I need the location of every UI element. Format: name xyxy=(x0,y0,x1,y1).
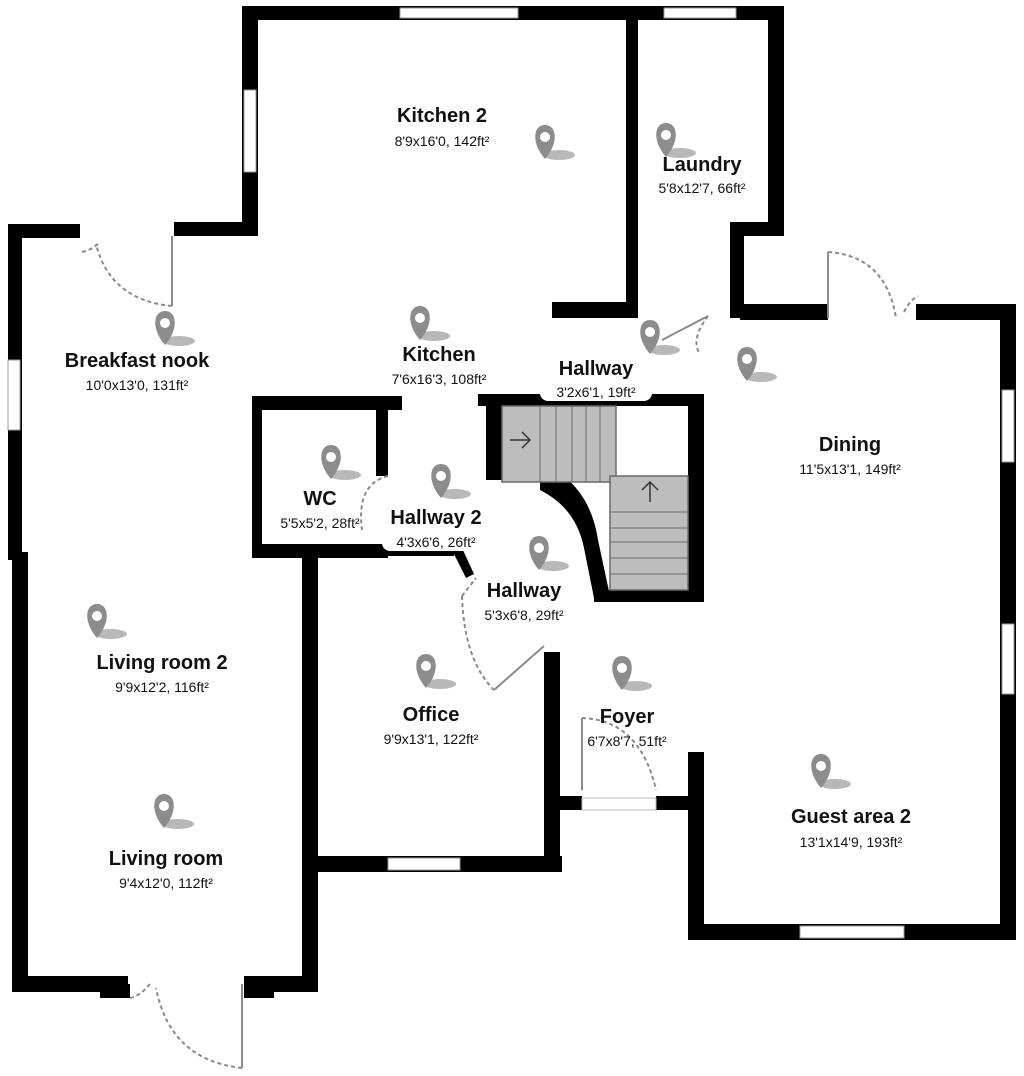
room-name: Breakfast nook xyxy=(65,350,210,372)
arrow-right-icon xyxy=(510,431,532,449)
room-label-office: Office 9'9x13'1, 122ft² xyxy=(384,704,479,747)
room-name: Foyer xyxy=(600,706,655,728)
windows xyxy=(7,7,1015,939)
room-dimensions: 9'4x12'0, 112ft² xyxy=(119,875,213,891)
doors xyxy=(81,236,919,1069)
room-label-hallway-mid: Hallway 5'3x6'8, 29ft² xyxy=(484,580,564,623)
room-dimensions: 7'6x16'3, 108ft² xyxy=(392,371,487,387)
room-dimensions: 13'1x14'9, 193ft² xyxy=(800,834,903,850)
room-label-laundry: Laundry 5'8x12'7, 66ft² xyxy=(658,154,745,196)
room-label-living-room: Living room 9'4x12'0, 112ft² xyxy=(109,848,223,891)
map-pin-icon[interactable] xyxy=(640,320,680,355)
map-pin-icon[interactable] xyxy=(737,347,777,382)
map-pin-icon[interactable] xyxy=(410,306,450,341)
room-name: Kitchen xyxy=(402,344,475,366)
room-name: Kitchen 2 xyxy=(397,105,487,127)
room-labels: Kitchen 2 8'9x16'0, 142ft² Laundry 5'8x1… xyxy=(65,105,911,891)
room-label-kitchen-2: Kitchen 2 8'9x16'0, 142ft² xyxy=(395,105,490,149)
map-pin-icon[interactable] xyxy=(656,123,696,158)
room-dimensions: 11'5x13'1, 149ft² xyxy=(799,461,901,477)
room-dimensions: 5'3x6'8, 29ft² xyxy=(484,607,564,623)
map-pin-icon[interactable] xyxy=(87,604,127,639)
room-name: Hallway 2 xyxy=(390,507,481,529)
room-label-hallway-2: Hallway 2 4'3x6'6, 26ft² xyxy=(382,507,490,551)
map-pin-icon[interactable] xyxy=(431,464,471,499)
room-name: Hallway xyxy=(487,580,562,602)
room-dimensions: 8'9x16'0, 142ft² xyxy=(395,133,490,149)
room-dimensions: 5'8x12'7, 66ft² xyxy=(658,180,745,196)
map-pin-icon[interactable] xyxy=(321,445,361,480)
room-name: Guest area 2 xyxy=(791,806,911,828)
map-pin-icon[interactable] xyxy=(154,794,194,829)
room-dimensions: 5'5x5'2, 28ft² xyxy=(280,515,360,531)
arrow-up-icon xyxy=(641,480,659,502)
room-dimensions: 9'9x12'2, 116ft² xyxy=(115,679,209,695)
room-name: Dining xyxy=(819,434,881,456)
room-dimensions: 4'3x6'6, 26ft² xyxy=(396,534,476,550)
room-name: Living room 2 xyxy=(96,652,227,674)
room-name: WC xyxy=(303,488,336,510)
map-pin-icon[interactable] xyxy=(811,754,851,789)
room-name: Laundry xyxy=(663,154,743,176)
map-pin-icon[interactable] xyxy=(155,311,195,346)
map-pin-icon[interactable] xyxy=(535,125,575,160)
room-label-wc: WC 5'5x5'2, 28ft² xyxy=(280,488,360,531)
room-name: Hallway xyxy=(559,358,634,380)
room-label-guest-area-2: Guest area 2 13'1x14'9, 193ft² xyxy=(791,806,911,850)
staircase xyxy=(501,405,689,591)
map-pin-icon[interactable] xyxy=(612,656,652,691)
room-pins xyxy=(87,123,851,829)
room-dimensions: 6'7x8'7, 51ft² xyxy=(587,733,667,749)
room-label-kitchen: Kitchen 7'6x16'3, 108ft² xyxy=(392,344,487,387)
room-label-breakfast-nook: Breakfast nook 10'0x13'0, 131ft² xyxy=(65,350,210,393)
room-dimensions: 10'0x13'0, 131ft² xyxy=(86,377,189,393)
room-label-dining: Dining 11'5x13'1, 149ft² xyxy=(799,434,901,477)
room-label-living-room-2: Living room 2 9'9x12'2, 116ft² xyxy=(96,652,227,695)
room-label-hallway-top: Hallway 3'2x6'1, 19ft² xyxy=(540,358,652,401)
map-pin-icon[interactable] xyxy=(416,654,456,689)
room-dimensions: 3'2x6'1, 19ft² xyxy=(556,384,636,400)
room-label-foyer: Foyer 6'7x8'7, 51ft² xyxy=(587,706,667,749)
room-dimensions: 9'9x13'1, 122ft² xyxy=(384,731,479,747)
room-name: Office xyxy=(403,704,460,726)
room-name: Living room xyxy=(109,848,223,870)
map-pin-icon[interactable] xyxy=(529,536,569,571)
